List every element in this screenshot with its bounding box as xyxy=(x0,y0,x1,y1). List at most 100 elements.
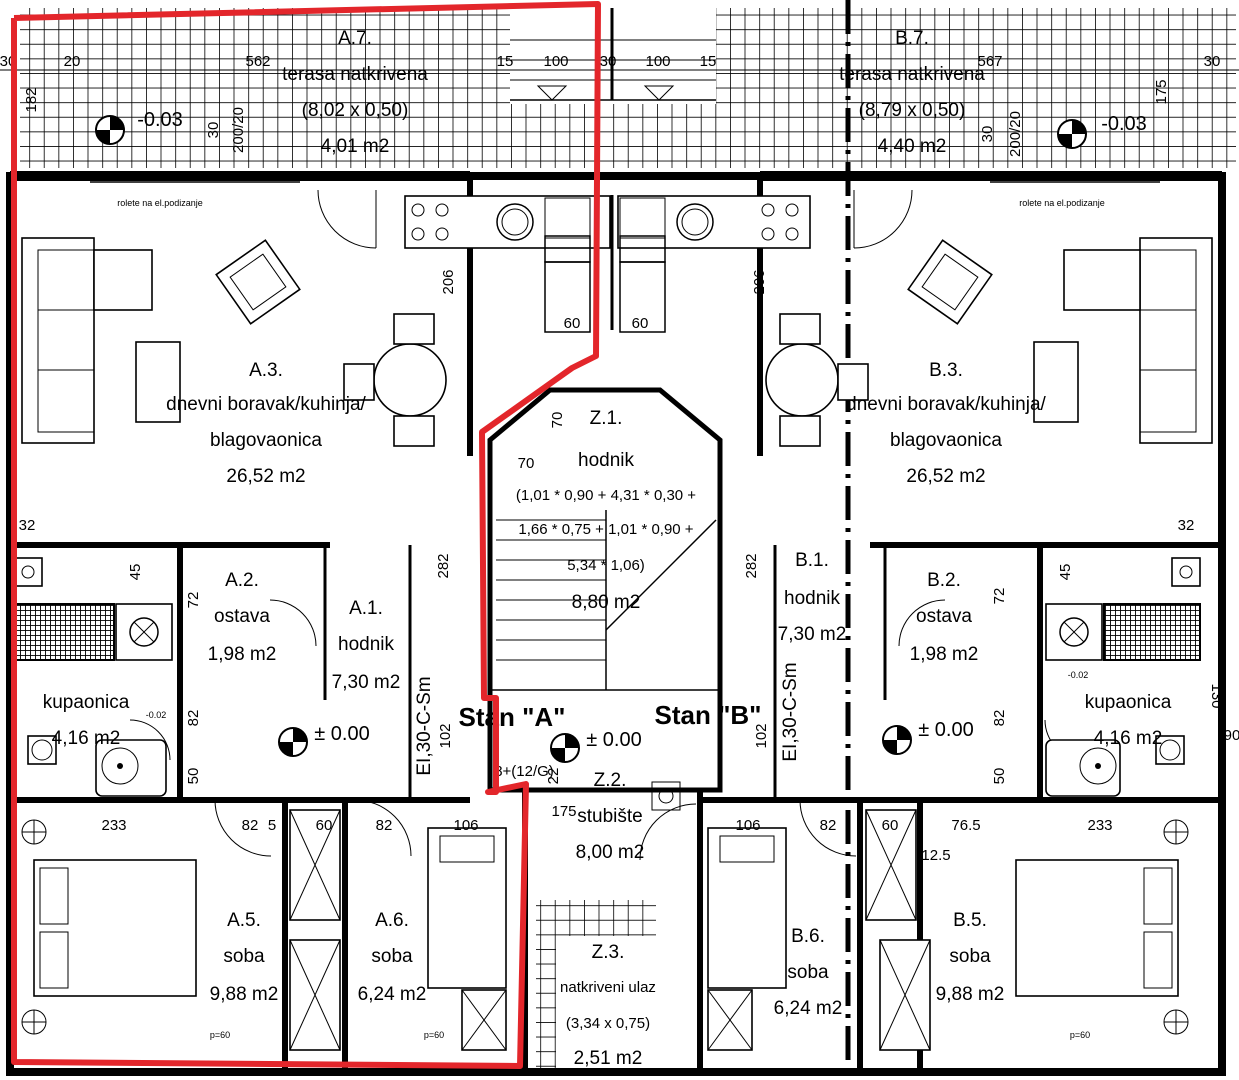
bedroom-dimensions: 233 82 5 60 82 106 106 82 60 76.5 233 12… xyxy=(19,517,1239,864)
svg-text:30: 30 xyxy=(600,53,617,70)
svg-text:A.3.: A.3. xyxy=(249,360,283,381)
svg-text:blagovaonica: blagovaonica xyxy=(890,430,1002,451)
svg-text:9,88 m2: 9,88 m2 xyxy=(936,984,1005,1005)
svg-text:hodnik: hodnik xyxy=(338,634,394,655)
svg-text:B.6.: B.6. xyxy=(791,926,825,947)
svg-text:A.7.: A.7. xyxy=(338,28,372,49)
room-a4-label: kupaonica 4,16 m2 xyxy=(43,692,130,749)
svg-text:72: 72 xyxy=(991,588,1008,605)
level-marker-a1: ± 0.00 xyxy=(278,723,370,757)
svg-text:Z.1.: Z.1. xyxy=(590,408,623,429)
flat-a-highlight xyxy=(11,1,601,1069)
level-marker-b1: ± 0.00 xyxy=(882,719,974,755)
svg-text:4,01 m2: 4,01 m2 xyxy=(321,136,390,157)
svg-text:(3,34 x 0,75): (3,34 x 0,75) xyxy=(566,1015,650,1032)
svg-text:30: 30 xyxy=(205,122,222,139)
room-b7-label: B.7. terasa natkrivena (8,79 x 0,50) 4,4… xyxy=(839,28,985,157)
svg-text:Z.2.: Z.2. xyxy=(594,770,627,791)
svg-text:100: 100 xyxy=(645,53,670,70)
svg-text:562: 562 xyxy=(245,53,270,70)
svg-text:26,52 m2: 26,52 m2 xyxy=(906,466,985,487)
bathroom-a-fixtures xyxy=(13,557,173,797)
room-b5-label: B.5. soba 9,88 m2 xyxy=(936,910,1005,1005)
svg-text:15: 15 xyxy=(497,53,514,70)
svg-text:567: 567 xyxy=(977,53,1002,70)
svg-text:82: 82 xyxy=(376,817,393,834)
svg-text:2,51 m2: 2,51 m2 xyxy=(574,1048,643,1069)
svg-text:5,34 * 1,06): 5,34 * 1,06) xyxy=(567,557,645,574)
svg-text:233: 233 xyxy=(101,817,126,834)
svg-text:106: 106 xyxy=(453,817,478,834)
svg-text:1,66 * 0,75 + 1,01 * 0,90 +: 1,66 * 0,75 + 1,01 * 0,90 + xyxy=(518,521,693,538)
room-a7-label: A.7. terasa natkrivena (8,02 x 0,50) 4,0… xyxy=(282,28,428,157)
svg-text:22: 22 xyxy=(545,768,562,785)
svg-text:30: 30 xyxy=(979,126,996,143)
fire-wall-note-a: EI,30-C-Sm xyxy=(414,676,435,775)
svg-text:blagovaonica: blagovaonica xyxy=(210,430,322,451)
svg-text:B.7.: B.7. xyxy=(895,28,929,49)
room-b6-label: B.6. soba 6,24 m2 xyxy=(774,926,843,1019)
svg-text:102: 102 xyxy=(753,723,770,748)
svg-text:82: 82 xyxy=(991,710,1008,727)
terrace-b-grid xyxy=(716,8,1236,168)
svg-text:B.2.: B.2. xyxy=(927,570,961,591)
svg-text:82: 82 xyxy=(242,817,259,834)
svg-text:soba: soba xyxy=(949,946,991,967)
svg-text:hodnik: hodnik xyxy=(784,588,840,609)
svg-text:± 0.00: ± 0.00 xyxy=(586,729,641,751)
bathroom-b-fixtures xyxy=(1045,557,1201,797)
svg-text:1,98 m2: 1,98 m2 xyxy=(910,644,979,665)
svg-text:dnevni boravak/kuhinja/: dnevni boravak/kuhinja/ xyxy=(166,394,366,415)
svg-text:5: 5 xyxy=(268,817,276,834)
svg-text:100: 100 xyxy=(543,53,568,70)
svg-text:32: 32 xyxy=(1178,517,1195,534)
level-bath-a: -0.02 xyxy=(146,710,167,720)
svg-text:15: 15 xyxy=(700,53,717,70)
room-a3-label: A.3. dnevni boravak/kuhinja/ blagovaonic… xyxy=(166,360,366,487)
svg-text:B.1.: B.1. xyxy=(795,550,829,571)
svg-text:282: 282 xyxy=(743,553,760,578)
svg-text:200/20: 200/20 xyxy=(1007,111,1024,157)
sofa-a xyxy=(21,237,181,444)
svg-text:45: 45 xyxy=(1057,564,1074,581)
svg-text:kupaonica: kupaonica xyxy=(1085,692,1172,713)
svg-text:A.6.: A.6. xyxy=(375,910,409,931)
svg-text:terasa natkrivena: terasa natkrivena xyxy=(282,64,428,85)
svg-text:hodnik: hodnik xyxy=(578,450,634,471)
bed-b5 xyxy=(1015,819,1189,1035)
level-bath-b: -0.02 xyxy=(1068,670,1089,680)
rolete-note-a: rolete na el.podizanje xyxy=(117,198,203,208)
room-a6-label: A.6. soba 6,24 m2 xyxy=(358,910,427,1005)
svg-text:terasa natkrivena: terasa natkrivena xyxy=(839,64,985,85)
svg-text:90: 90 xyxy=(1224,727,1239,744)
svg-text:7,30 m2: 7,30 m2 xyxy=(778,624,847,645)
staircase xyxy=(490,510,720,811)
kitchen-a: 60 206 xyxy=(404,195,611,333)
svg-text:1,98 m2: 1,98 m2 xyxy=(208,644,277,665)
svg-text:-0.03: -0.03 xyxy=(1101,113,1147,135)
svg-text:60: 60 xyxy=(882,817,899,834)
svg-text:30: 30 xyxy=(1204,53,1221,70)
svg-text:8,80 m2: 8,80 m2 xyxy=(572,592,641,613)
svg-text:soba: soba xyxy=(787,962,829,983)
svg-text:Z.3.: Z.3. xyxy=(592,942,625,963)
room-z2-label: Z.2. stubište 8,00 m2 xyxy=(576,770,645,863)
svg-text:± 0.00: ± 0.00 xyxy=(918,719,973,741)
svg-text:200/20: 200/20 xyxy=(230,107,247,153)
bed-b6 xyxy=(707,827,787,1051)
armchair-b xyxy=(907,239,993,325)
bed-a6 xyxy=(427,827,507,1051)
bed-a5 xyxy=(21,819,197,1035)
sofa-b xyxy=(1033,237,1213,444)
dim-70-v: 70 xyxy=(549,412,566,429)
dining-table-b xyxy=(765,313,869,447)
level-marker-terrace-a: -0.03 xyxy=(95,109,183,145)
svg-text:82: 82 xyxy=(185,710,202,727)
room-b2-label: B.2. ostava 1,98 m2 xyxy=(910,570,979,665)
svg-text:182: 182 xyxy=(23,87,40,112)
svg-text:45: 45 xyxy=(127,564,144,581)
svg-text:soba: soba xyxy=(371,946,413,967)
svg-text:4,16 m2: 4,16 m2 xyxy=(1094,728,1163,749)
p60-b5: p=60 xyxy=(1070,1030,1090,1040)
